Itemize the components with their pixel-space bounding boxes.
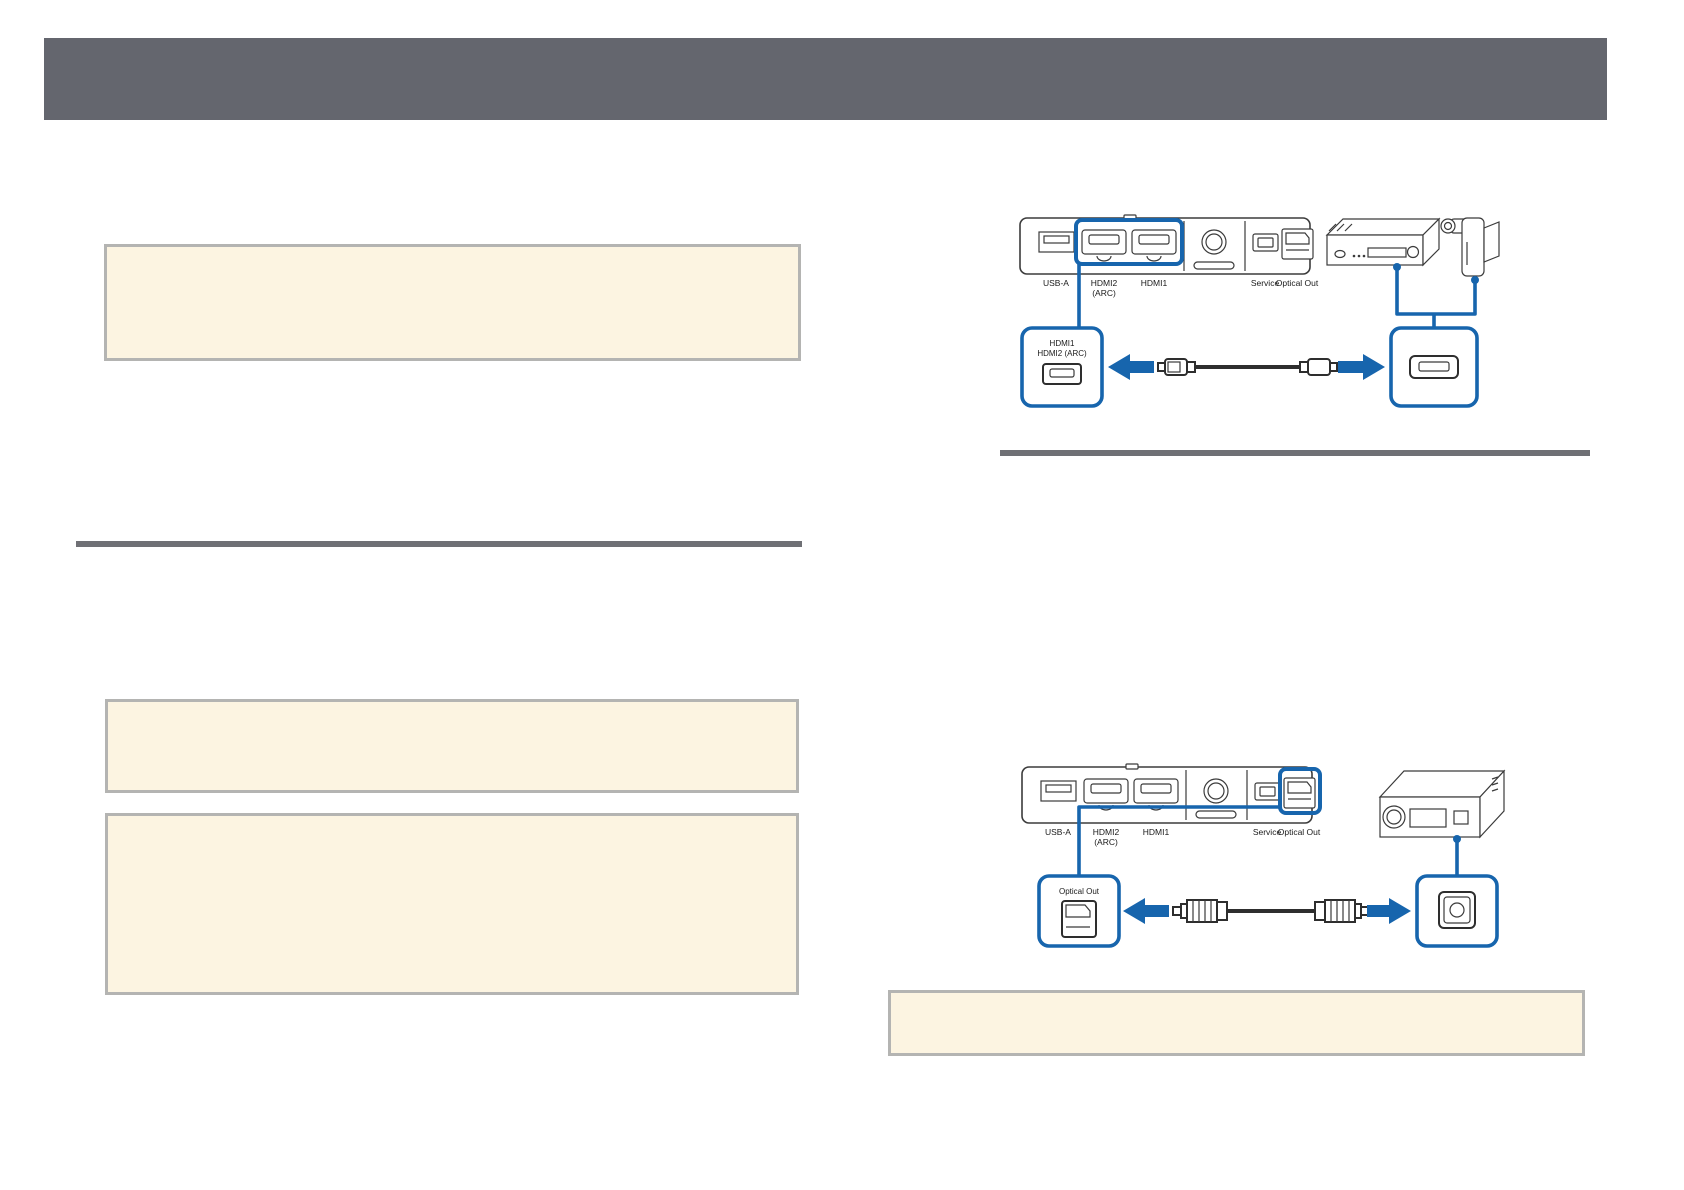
- video-player-icon: [1325, 217, 1441, 267]
- hdmi-cable: [1157, 358, 1338, 376]
- highlight-to-callout-line: [1077, 805, 1280, 876]
- optical-socket-icon: [1061, 900, 1097, 938]
- section-rule-left: [76, 541, 802, 547]
- device-connection-lines: [1393, 263, 1479, 328]
- optical-cable: [1172, 899, 1370, 923]
- optical-connection-diagram: USB-A HDMI2 (ARC) HDMI1 Service Optical …: [1021, 763, 1506, 948]
- optical-out-port-highlight: [1278, 767, 1322, 815]
- thumbscrew-icon: [1201, 229, 1227, 255]
- port-label-optical-out: Optical Out: [1276, 278, 1319, 288]
- service-port-icon: [1254, 782, 1281, 801]
- device-connection-line: [1453, 835, 1461, 876]
- port-label-service: Service: [1253, 827, 1282, 837]
- hdmi-ports-highlight: [1074, 218, 1184, 266]
- arrow-right-icon: [1367, 898, 1411, 924]
- device-hdmi-callout: [1389, 326, 1479, 408]
- hdmi-plug-icon: [1409, 355, 1459, 379]
- callout-label-hdmi2-arc: HDMI2 (ARC): [1037, 349, 1087, 358]
- audio-amplifier-icon: [1378, 769, 1506, 839]
- port-label-hdmi1: HDMI1: [1141, 278, 1168, 288]
- usb-a-port-icon: [1038, 231, 1075, 253]
- projector-optical-callout: Optical Out: [1037, 874, 1121, 948]
- note-box-4: [888, 990, 1585, 1056]
- callout-label-hdmi1: HDMI1: [1050, 339, 1075, 348]
- port-label-hdmi2-arc: (ARC): [1092, 288, 1116, 298]
- arrow-left-icon: [1108, 354, 1154, 380]
- optical-out-port-icon: [1281, 228, 1314, 260]
- note-box-3: [105, 813, 799, 995]
- device-optical-callout: [1415, 874, 1499, 948]
- usb-a-port-icon: [1040, 780, 1077, 802]
- projector-port-panel: [1019, 214, 1314, 275]
- port-label-hdmi2-arc: (ARC): [1094, 837, 1118, 847]
- projector-port-panel: [1021, 763, 1316, 824]
- camcorder-icon: [1440, 217, 1500, 277]
- section-rule-right: [1000, 450, 1590, 456]
- service-port-icon: [1252, 233, 1279, 252]
- hdmi1-port-icon: [1131, 229, 1177, 262]
- port-label-service: Service: [1251, 278, 1280, 288]
- arrow-left-icon: [1123, 898, 1169, 924]
- port-label-usb-a: USB-A: [1045, 827, 1071, 837]
- hdmi-connection-diagram: USB-A HDMI2 (ARC) HDMI1 Service Optical …: [1019, 214, 1500, 408]
- port-label-hdmi2: HDMI2: [1091, 278, 1118, 288]
- hdmi2-port-icon: [1081, 229, 1127, 262]
- callout-label-optical-out: Optical Out: [1059, 887, 1100, 896]
- optical-out-port-icon: [1283, 777, 1316, 809]
- arrow-right-icon: [1338, 354, 1385, 380]
- port-label-usb-a: USB-A: [1043, 278, 1069, 288]
- thumbscrew-icon: [1203, 778, 1229, 804]
- port-label-hdmi1: HDMI1: [1143, 827, 1170, 837]
- hdmi-socket-icon: [1042, 363, 1082, 385]
- page-header-band: [44, 38, 1607, 120]
- port-label-hdmi2: HDMI2: [1093, 827, 1120, 837]
- note-box-2: [105, 699, 799, 793]
- hdmi2-port-icon: [1083, 778, 1129, 811]
- projector-hdmi-callout: HDMI1 HDMI2 (ARC): [1020, 326, 1104, 408]
- note-box-1: [104, 244, 801, 361]
- port-label-optical-out: Optical Out: [1278, 827, 1321, 837]
- optical-input-icon: [1438, 891, 1476, 929]
- hdmi1-port-icon: [1133, 778, 1179, 811]
